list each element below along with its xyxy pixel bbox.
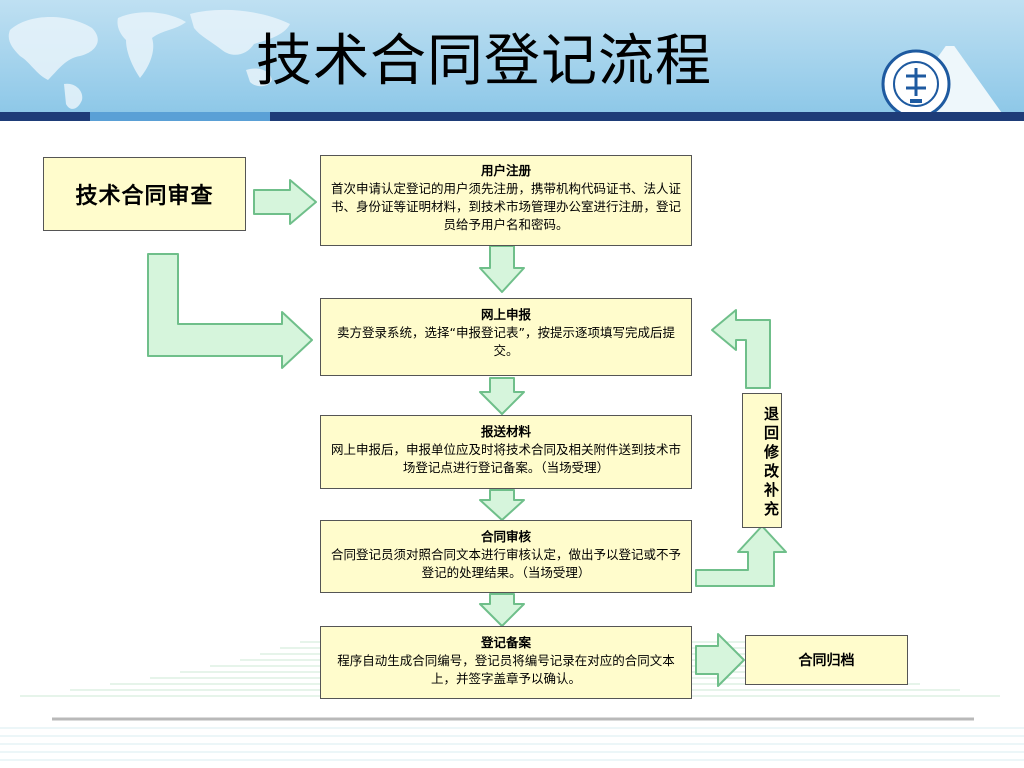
arrow-register-to-submit bbox=[479, 245, 525, 293]
slide-header: 技术合同登记流程 bbox=[0, 0, 1024, 112]
archive-node: 合同归档 bbox=[745, 635, 908, 685]
step-desc: 卖方登录系统，选择“申报登记表”，按提示逐项填写完成后提交。 bbox=[337, 325, 675, 358]
header-rule bbox=[0, 112, 1024, 121]
return-node-label: 退回修改补充 bbox=[762, 406, 780, 520]
arrow-review-to-register bbox=[253, 179, 317, 225]
step-title: 合同审核 bbox=[480, 529, 531, 544]
step-title: 网上申报 bbox=[480, 307, 531, 322]
step-desc: 合同登记员须对照合同文本进行审核认定，做出予以登记或不予登记的处理结果。（当场受… bbox=[331, 547, 682, 580]
arrow-audit-to-filing bbox=[479, 593, 525, 627]
institute-seal-icon bbox=[881, 46, 1002, 112]
page-title: 技术合同登记流程 bbox=[256, 29, 712, 94]
step-register: 用户注册 首次申请认定登记的用户须先注册，携带机构代码证书、法人证书、身份证等证… bbox=[320, 155, 692, 246]
step-online-submit: 网上申报 卖方登录系统，选择“申报登记表”，按提示逐项填写完成后提交。 bbox=[320, 298, 692, 376]
step-desc: 网上申报后，申报单位应及时将技术合同及相关附件送到技术市场登记点进行登记备案。（… bbox=[330, 442, 681, 475]
step-title: 登记备案 bbox=[480, 635, 531, 650]
archive-node-label: 合同归档 bbox=[798, 653, 855, 669]
return-node: 退回修改补充 bbox=[742, 393, 782, 528]
step-contract-audit: 合同审核 合同登记员须对照合同文本进行审核认定，做出予以登记或不予登记的处理结果… bbox=[320, 520, 692, 593]
arrow-audit-to-return bbox=[695, 525, 787, 587]
arrow-return-to-submit bbox=[711, 309, 771, 389]
step-desc: 首次申请认定登记的用户须先注册，携带机构代码证书、法人证书、身份证等证明材料，到… bbox=[331, 181, 682, 232]
step-filing: 登记备案 程序自动生成合同编号，登记员将编号记录在对应的合同文本上，并签字盖章予… bbox=[320, 626, 692, 699]
start-node-label: 技术合同审查 bbox=[75, 184, 214, 209]
arrow-review-to-submit bbox=[147, 253, 313, 369]
start-node: 技术合同审查 bbox=[43, 157, 246, 231]
world-map-icon bbox=[8, 9, 290, 109]
step-title: 用户注册 bbox=[480, 163, 531, 178]
arrow-materials-to-audit bbox=[479, 489, 525, 521]
step-desc: 程序自动生成合同编号，登记员将编号记录在对应的合同文本上，并签字盖章予以确认。 bbox=[337, 653, 675, 686]
arrow-filing-to-archive bbox=[695, 633, 745, 687]
arrow-submit-to-materials bbox=[479, 377, 525, 415]
step-title: 报送材料 bbox=[480, 424, 531, 439]
step-send-materials: 报送材料 网上申报后，申报单位应及时将技术合同及相关附件送到技术市场登记点进行登… bbox=[320, 415, 692, 489]
